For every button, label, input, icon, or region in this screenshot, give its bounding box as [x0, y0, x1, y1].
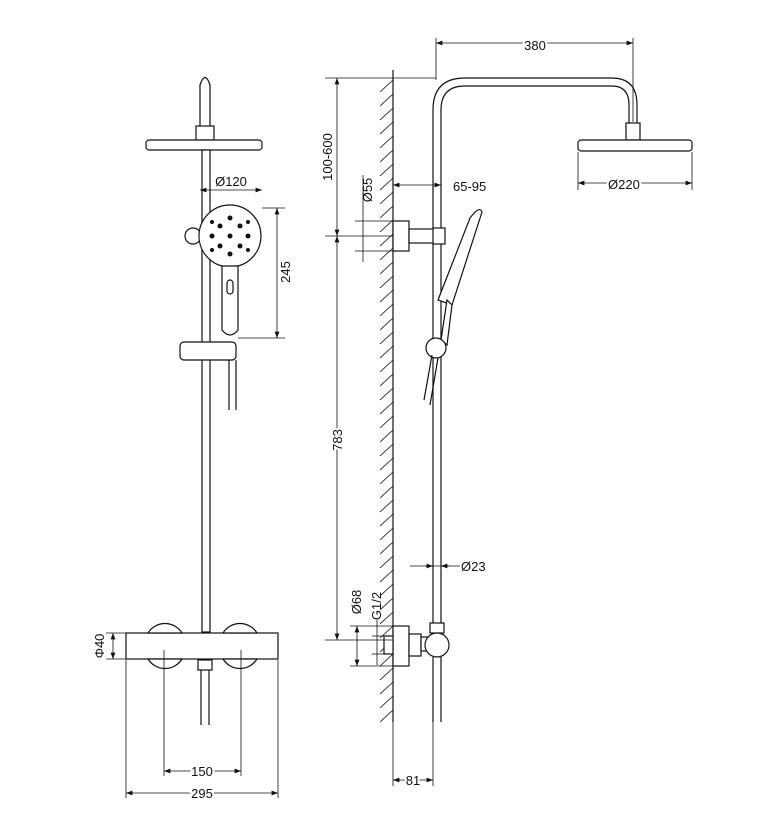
hatch-line	[379, 443, 394, 457]
dim-hand-shower-height: 245	[278, 261, 293, 283]
dim-arm-length: 380	[524, 38, 546, 53]
dim-escutcheon-dia: Ø68	[349, 590, 364, 615]
shower-arm	[432, 77, 638, 630]
knob-right	[221, 623, 259, 669]
hatch-line	[379, 709, 394, 723]
hose-upper	[228, 360, 237, 410]
hatch-line	[379, 191, 394, 205]
hatch-line	[379, 387, 394, 401]
hose-side	[423, 354, 439, 406]
handle-button	[226, 279, 234, 295]
hatch-line	[379, 555, 394, 569]
hand-shower-side	[437, 208, 483, 306]
riser-pipe	[201, 149, 211, 633]
bracket-clamp	[432, 227, 446, 245]
dim-mixer-width: 295	[191, 786, 213, 801]
hatch-line	[379, 275, 394, 289]
hatch-line	[379, 401, 394, 415]
dim-thread: G1/2	[369, 592, 384, 620]
rain-head-side	[577, 139, 693, 152]
front-view: Ø120 245 Φ40 150 295	[92, 76, 293, 803]
hatch-line	[379, 177, 394, 191]
hatch-line	[379, 583, 394, 597]
head-arm-top	[199, 76, 211, 128]
hatch-line	[379, 611, 394, 625]
hand-shower-grip	[440, 298, 453, 347]
hatch-line	[379, 667, 394, 681]
hatch-line	[379, 79, 394, 93]
dim-bracket-offset: 65-95	[453, 179, 486, 194]
wall-bracket	[392, 220, 410, 252]
hatch-line	[379, 373, 394, 387]
pipe-clamp	[429, 622, 445, 634]
hatch-line	[379, 135, 394, 149]
side-view: 380 100-600 783 Ø55 65-95 Ø220 Ø23 Ø68 G…	[320, 36, 693, 790]
dim-height-adjust: 100-600	[320, 133, 335, 181]
hatch-line	[379, 163, 394, 177]
hatch-line	[379, 121, 394, 135]
hose-lower-side	[432, 657, 442, 722]
hand-shower-handle	[221, 265, 239, 336]
spray-nozzles	[209, 215, 251, 257]
dim-hand-shower-dia: Ø120	[215, 174, 247, 189]
hatch-line	[379, 107, 394, 121]
hose-outlet	[197, 659, 213, 671]
hatch-line	[379, 415, 394, 429]
hatch-line	[379, 541, 394, 555]
hatch-line	[379, 331, 394, 345]
hose-lower	[200, 670, 210, 725]
hatch-line	[379, 359, 394, 373]
dim-rail-length: 783	[330, 429, 345, 451]
hatch-line	[379, 429, 394, 443]
hatch-line	[379, 471, 394, 485]
hatch-line	[379, 247, 394, 261]
dim-wall-projection: 81	[406, 773, 420, 788]
hatch-line	[379, 261, 394, 275]
slider	[179, 341, 237, 361]
hatch-line	[379, 597, 394, 611]
wall-hatching	[379, 79, 394, 723]
slider-side	[425, 337, 447, 359]
dim-mixer-dia: Φ40	[92, 634, 107, 659]
hatch-line	[379, 681, 394, 695]
hatch-line	[379, 345, 394, 359]
wall-escutcheon	[392, 625, 410, 667]
hatch-line	[379, 695, 394, 709]
head-nut	[195, 125, 215, 141]
inlet-thread	[383, 635, 394, 655]
hatch-line	[379, 653, 394, 667]
hatch-line	[379, 499, 394, 513]
hatch-line	[379, 527, 394, 541]
knob-left	[146, 623, 184, 669]
connector-nut	[408, 633, 422, 657]
dim-pipe-dia: Ø23	[461, 559, 486, 574]
hatch-line	[379, 219, 394, 233]
rain-head	[145, 139, 263, 151]
hatch-line	[379, 317, 394, 331]
thermostatic-mixer	[125, 632, 279, 660]
head-nut-side	[625, 122, 641, 141]
hatch-line	[379, 289, 394, 303]
bracket-arm	[408, 228, 436, 244]
hatch-line	[379, 569, 394, 583]
hatch-line	[379, 485, 394, 499]
hatch-line	[379, 513, 394, 527]
dim-centers: 150	[191, 764, 213, 779]
hatch-line	[379, 205, 394, 219]
hatch-line	[379, 303, 394, 317]
hatch-line	[379, 93, 394, 107]
dim-head-dia: Ø220	[608, 177, 640, 192]
hatch-line	[379, 149, 394, 163]
hatch-line	[379, 457, 394, 471]
dim-bracket-dia: Ø55	[360, 178, 375, 203]
diverter-valve	[424, 632, 450, 658]
